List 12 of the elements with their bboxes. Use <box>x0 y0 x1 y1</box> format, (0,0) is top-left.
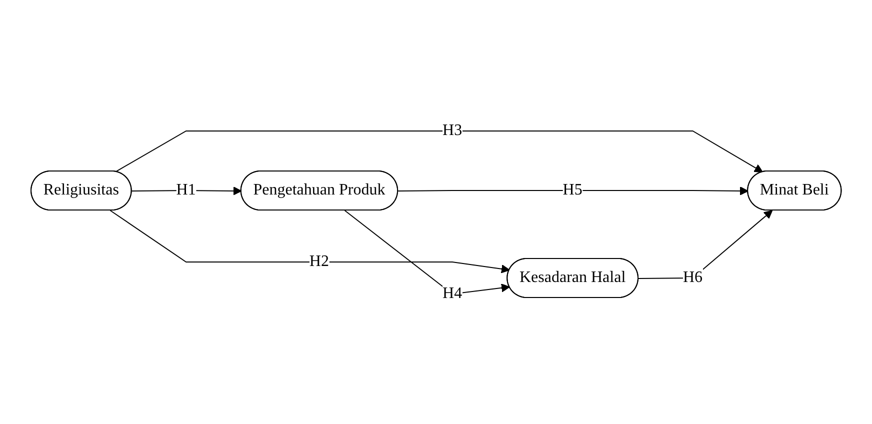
edge-label: H2 <box>309 252 329 270</box>
arrow <box>110 210 510 273</box>
arrow <box>344 210 510 294</box>
arrow <box>131 186 242 195</box>
edge-label: H4 <box>442 284 462 302</box>
edge-label: H5 <box>562 180 582 198</box>
arrow <box>638 210 773 278</box>
arrow <box>114 130 763 172</box>
edge-label: H1 <box>176 180 196 198</box>
edge-label: H6 <box>682 268 702 286</box>
edge-label: H3 <box>442 122 462 138</box>
arrow <box>397 186 748 195</box>
